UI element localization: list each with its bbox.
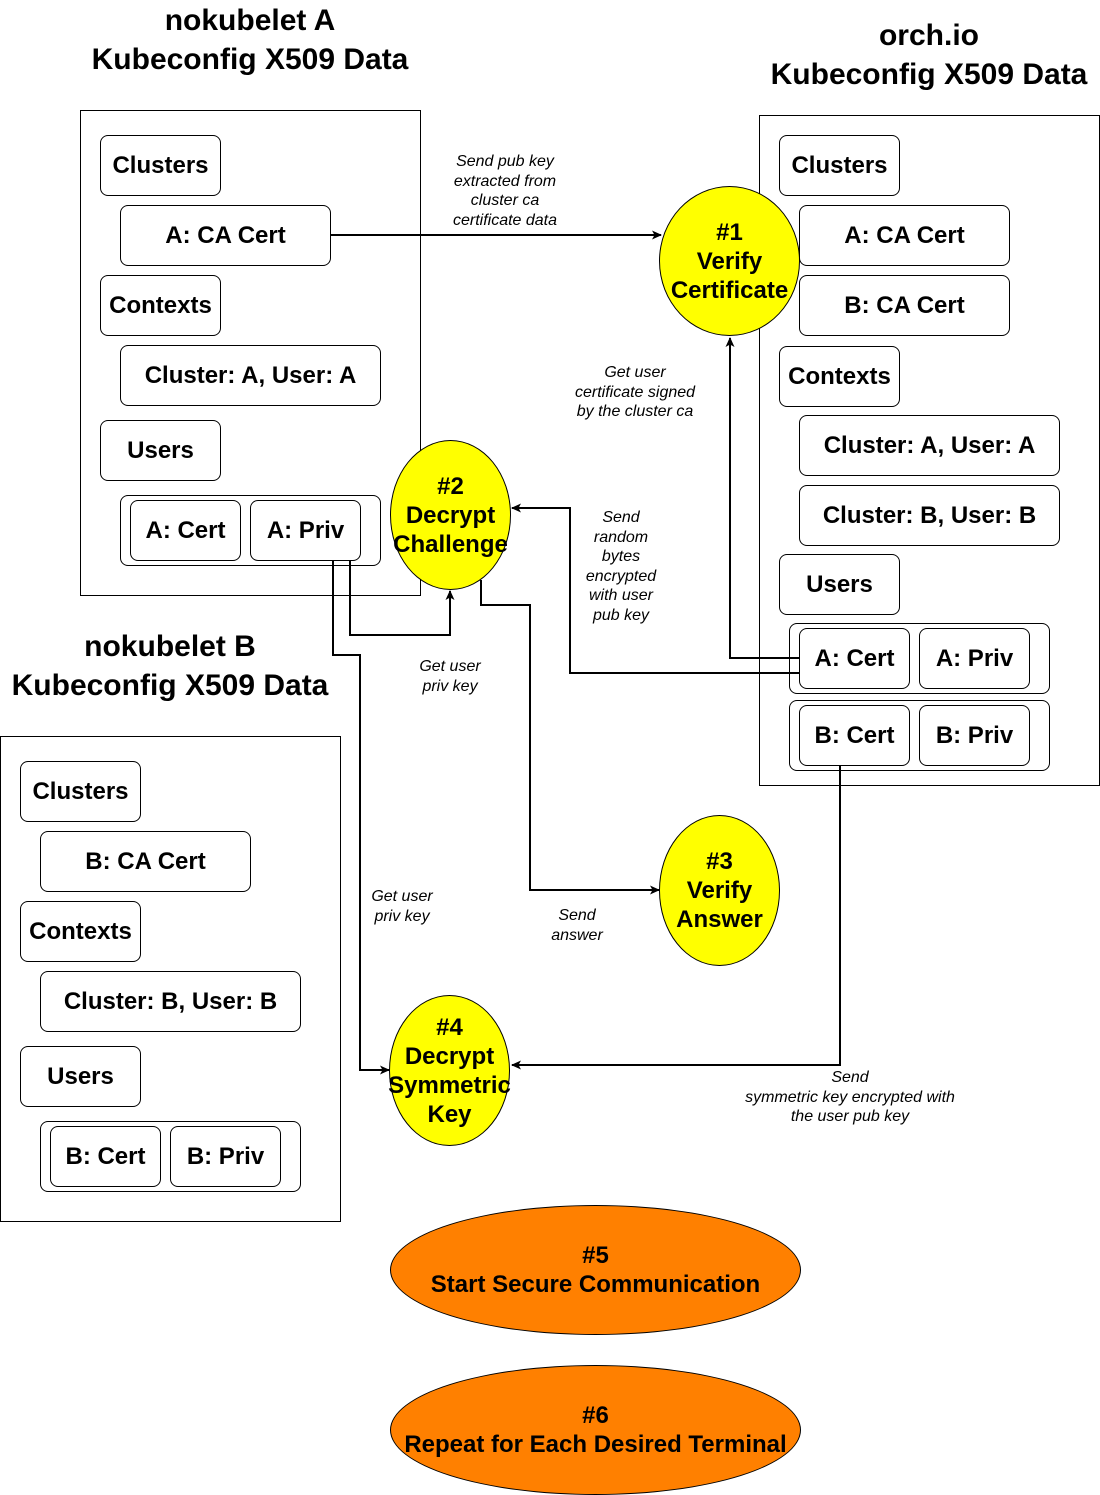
label-send-symmetric-key: Send symmetric key encrypted with the us…	[730, 1068, 970, 1127]
step-4-decrypt-symmetric-key: #4 Decrypt Symmetric Key	[388, 995, 511, 1146]
orch-context-a-entry: Cluster: A, User: A	[799, 415, 1060, 476]
step-5-line2: Start Secure Communication	[430, 1271, 761, 1298]
label-send-random-line3: bytes	[601, 548, 641, 565]
nokubelet-b-priv-box: B: Priv	[170, 1126, 281, 1187]
step-1-line2: Verify	[696, 247, 763, 275]
label-get-user-cert: Get user certificate signed by the clust…	[565, 363, 705, 422]
arrow-a-priv-to-decrypt-symmetric-key	[332, 561, 390, 1075]
step-2-decrypt-challenge: #2 Decrypt Challenge	[390, 440, 511, 590]
nokubelet-a-users-box: Users	[100, 420, 221, 481]
nokubelet-a-cert-box: A: Cert	[130, 500, 241, 561]
nokubelet-a-contexts-box: Contexts	[100, 275, 221, 336]
label-get-priv-a-line1: Get user	[419, 658, 481, 675]
label-send-random-line5: with user	[588, 587, 654, 604]
label-send-random-line2: random	[593, 528, 649, 546]
step-3-line2: Verify	[686, 877, 753, 904]
step-4-number: #4	[436, 1013, 463, 1041]
orch-context-b-entry: Cluster: B, User: B	[799, 485, 1060, 546]
step-2-number: #2	[437, 472, 464, 500]
nokubelet-b-title-line1: nokubelet B	[84, 630, 256, 663]
nokubelet-a-clusters-box: Clusters	[100, 135, 221, 196]
label-send-pub-key: Send pub key extracted from cluster ca c…	[435, 152, 575, 230]
nokubelet-b-title: nokubelet B Kubeconfig X509 Data	[0, 627, 340, 705]
step-3-verify-answer: #3 Verify Answer	[659, 815, 780, 966]
label-get-priv-b-line1: Get user	[371, 888, 433, 905]
label-get-user-cert-line2: certificate signed	[574, 383, 696, 401]
label-send-random-line6: pub key	[592, 606, 650, 624]
arrow-orch-cert-to-verify-certificate	[725, 337, 799, 659]
orch-contexts-box: Contexts	[779, 346, 900, 407]
orch-title-line2: Kubeconfig X509 Data	[770, 58, 1088, 91]
orch-ca-cert-b-box: B: CA Cert	[799, 275, 1010, 336]
orch-clusters-box: Clusters	[779, 135, 900, 196]
nokubelet-a-title-line1: nokubelet A	[164, 4, 336, 37]
nokubelet-b-context-entry: Cluster: B, User: B	[40, 971, 301, 1032]
label-send-answer-line2: answer	[551, 926, 603, 944]
nokubelet-b-cert-box: B: Cert	[50, 1126, 161, 1187]
label-send-symmetric-line1: Send	[831, 1069, 869, 1086]
label-send-random-line4: encrypted	[585, 567, 657, 585]
step-4-line2: Decrypt	[404, 1042, 495, 1070]
label-send-pub-key-line1: Send pub key	[456, 153, 554, 170]
label-send-random-line1: Send	[602, 509, 640, 526]
step-1-verify-certificate: #1 Verify Certificate	[659, 186, 800, 336]
orch-ca-cert-a-box: A: CA Cert	[799, 205, 1010, 266]
step-5-start-secure-communication: #5 Start Secure Communication	[390, 1205, 801, 1335]
step-5-number: #5	[582, 1242, 609, 1269]
step-3-number: #3	[706, 848, 733, 875]
nokubelet-b-contexts-box: Contexts	[20, 901, 141, 962]
label-get-priv-a-line2: priv key	[422, 677, 478, 695]
arrow-orch-cert-b-to-decrypt-symmetric-key	[511, 766, 841, 1070]
label-send-answer: Send answer	[537, 906, 617, 945]
orch-cert-a-box: A: Cert	[799, 628, 910, 689]
nokubelet-b-title-line2: Kubeconfig X509 Data	[11, 669, 329, 702]
orch-title: orch.io Kubeconfig X509 Data	[758, 16, 1100, 94]
label-get-user-priv-key-b: Get user priv key	[352, 887, 452, 926]
step-4-line4: Key	[427, 1100, 472, 1128]
orch-title-line1: orch.io	[878, 19, 979, 52]
arrow-decrypt-challenge-to-verify-answer	[480, 580, 660, 895]
orch-priv-b-box: B: Priv	[919, 705, 1030, 766]
orch-users-box: Users	[779, 554, 900, 615]
label-get-priv-b-line2: priv key	[374, 907, 430, 925]
nokubelet-a-ca-cert-box: A: CA Cert	[120, 205, 331, 266]
step-1-line3: Certificate	[670, 276, 789, 304]
step-4-line3: Symmetric	[388, 1071, 511, 1099]
orch-cert-b-box: B: Cert	[799, 705, 910, 766]
step-6-line2: Repeat for Each Desired Terminal	[404, 1431, 787, 1458]
label-get-user-cert-line1: Get user	[604, 364, 666, 381]
label-get-user-cert-line3: by the cluster ca	[576, 403, 694, 420]
label-send-answer-line1: Send	[558, 907, 596, 924]
arrow-orch-cert-to-decrypt-challenge	[511, 503, 799, 674]
step-6-repeat-for-each-terminal: #6 Repeat for Each Desired Terminal	[390, 1365, 801, 1495]
step-3-line3: Answer	[676, 906, 763, 933]
nokubelet-b-users-box: Users	[20, 1046, 141, 1107]
orch-priv-a-box: A: Priv	[919, 628, 1030, 689]
label-send-pub-key-line3: cluster ca	[470, 192, 540, 209]
nokubelet-b-ca-cert-box: B: CA Cert	[40, 831, 251, 892]
nokubelet-a-priv-box: A: Priv	[250, 500, 361, 561]
label-send-pub-key-line4: certificate data	[452, 211, 558, 229]
label-get-user-priv-key-a: Get user priv key	[400, 657, 500, 696]
step-1-number: #1	[716, 218, 743, 246]
nokubelet-a-context-entry: Cluster: A, User: A	[120, 345, 381, 406]
nokubelet-a-title: nokubelet A Kubeconfig X509 Data	[80, 1, 420, 79]
step-2-line2: Decrypt	[405, 501, 496, 529]
label-send-random-bytes: Send random bytes encrypted with user pu…	[576, 508, 666, 625]
step-2-line3: Challenge	[393, 530, 508, 558]
nokubelet-a-title-line2: Kubeconfig X509 Data	[91, 43, 409, 76]
label-send-pub-key-line2: extracted from	[453, 172, 557, 190]
nokubelet-b-clusters-box: Clusters	[20, 761, 141, 822]
label-send-symmetric-line3: the user pub key	[790, 1108, 910, 1125]
step-6-number: #6	[582, 1402, 609, 1429]
arrow-a-priv-to-decrypt-challenge	[349, 561, 455, 636]
label-send-symmetric-line2: symmetric key encrypted with	[745, 1088, 955, 1106]
